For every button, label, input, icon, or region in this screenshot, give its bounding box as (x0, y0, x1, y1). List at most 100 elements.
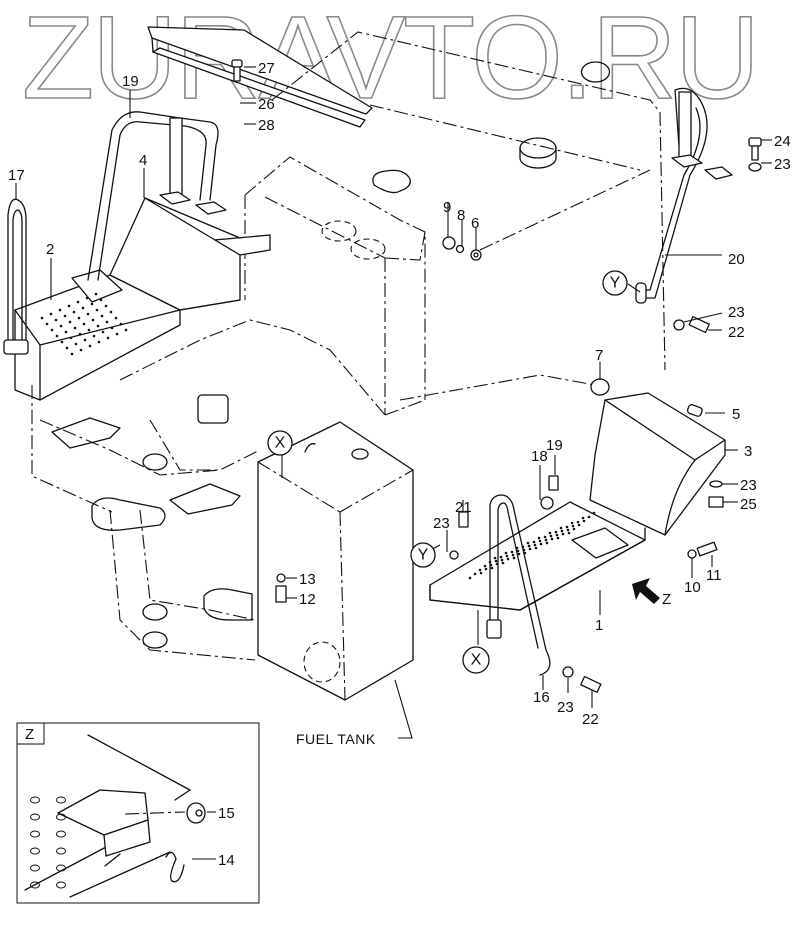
perforation-hole (30, 864, 40, 872)
perforation-hole (97, 340, 101, 344)
right-step-1 (429, 501, 646, 611)
perforation-hole (81, 306, 85, 310)
perforation-hole (54, 318, 58, 322)
perforation-hole (500, 558, 504, 562)
perforation-hole (58, 308, 62, 312)
perforation-hole (92, 334, 96, 338)
perforation-hole (484, 567, 488, 571)
perforation-hole (85, 296, 89, 300)
perforation-hole (538, 539, 542, 543)
view-arrow-label: Z (662, 591, 671, 608)
svg-text:X: X (471, 652, 482, 669)
perforation-hole (56, 796, 66, 804)
perforation-hole (56, 847, 66, 855)
perforation-hole (90, 302, 94, 306)
perforation-hole (96, 324, 100, 328)
handrail-21 (87, 111, 227, 281)
perforation-hole (72, 310, 76, 314)
perforation-hole (56, 830, 66, 838)
perforation-hole (30, 881, 40, 889)
perforation-hole (73, 326, 77, 330)
callout-24: 24 (774, 133, 791, 150)
perforation-hole (544, 538, 548, 542)
handrail-20 (635, 87, 733, 304)
perforation-hole (534, 546, 538, 550)
callout-17: 17 (8, 167, 25, 184)
perforation-hole (555, 533, 559, 537)
callout-6: 6 (471, 215, 479, 232)
callout-27: 27 (258, 60, 275, 77)
fuel-tank (257, 421, 414, 701)
perforation-hole (95, 308, 99, 312)
svg-text:Y: Y (418, 547, 429, 564)
handrail-16 (486, 494, 551, 676)
right-step-bracket-3 (589, 392, 726, 536)
perforation-hole (124, 328, 128, 332)
perforation-hole (59, 324, 63, 328)
perforation-hole (56, 813, 66, 821)
perforation-hole (40, 316, 44, 320)
perforation-hole (64, 330, 68, 334)
perforation-hole (582, 519, 586, 523)
perforation-hole (493, 556, 497, 560)
perforation-hole (501, 561, 505, 565)
perforation-hole (77, 316, 81, 320)
svg-text:Y: Y (610, 275, 621, 292)
perforation-hole (556, 536, 560, 540)
perforation-hole (550, 537, 554, 541)
perforation-hole (101, 330, 105, 334)
perforation-hole (571, 524, 575, 528)
perforation-hole (504, 551, 508, 555)
perforation-hole (30, 813, 40, 821)
callout-20: 20 (728, 251, 745, 268)
perforation-hole (494, 559, 498, 563)
ref-mark-x-step: X (462, 646, 490, 674)
callouts: 27 26 28 19 17 2 4 9 8 6 24 23 20 23 22 … (8, 60, 791, 747)
perforation-hole (570, 521, 574, 525)
perforation-hole (91, 318, 95, 322)
reference-marks: X X Y Y (267, 270, 628, 674)
perforation-hole (88, 344, 92, 348)
perforation-hole (87, 328, 91, 332)
callout-23-mid: 23 (728, 304, 745, 321)
perforation-hole (539, 542, 543, 546)
perforation-hole (56, 864, 66, 872)
perforation-hole (114, 316, 118, 320)
callout-4: 4 (139, 152, 147, 169)
callout-25: 25 (740, 496, 757, 513)
callout-22-bottom: 22 (582, 711, 599, 728)
perforation-hole (512, 556, 516, 560)
frame (31, 319, 386, 661)
perforation-hole (565, 525, 569, 529)
perforation-hole (592, 511, 596, 515)
callout-21: 19 (122, 73, 139, 90)
perforation-hole (554, 530, 558, 534)
perforation-hole (30, 830, 40, 838)
perforation-hole (567, 531, 571, 535)
ref-mark-x-tank: X (267, 430, 293, 456)
perforation-hole (68, 320, 72, 324)
perforation-hole (115, 332, 119, 336)
view-arrow-z: Z (632, 578, 671, 608)
watermark-text: ZURAVTO.RU (22, 0, 758, 124)
leader-lines (15, 66, 772, 739)
perforation-hole (45, 322, 49, 326)
perforation-hole (528, 547, 532, 551)
left-step-bracket-4 (109, 197, 271, 311)
center-housing (244, 156, 596, 416)
handrail-17 (3, 198, 29, 355)
fuel-tank-label: FUEL TANK (296, 731, 376, 747)
perforation-hole (60, 340, 64, 344)
perforation-hole (549, 534, 553, 538)
perforation-hole (70, 352, 74, 356)
perforation-hole (100, 314, 104, 318)
callout-2: 2 (46, 241, 54, 258)
perforation-hole (76, 300, 80, 304)
callout-12: 12 (299, 591, 316, 608)
perforation-hole (572, 527, 576, 531)
callout-23-top: 23 (774, 156, 791, 173)
perforation-hole (55, 334, 59, 338)
perforation-hole (506, 557, 510, 561)
perforation-hole (473, 572, 477, 576)
